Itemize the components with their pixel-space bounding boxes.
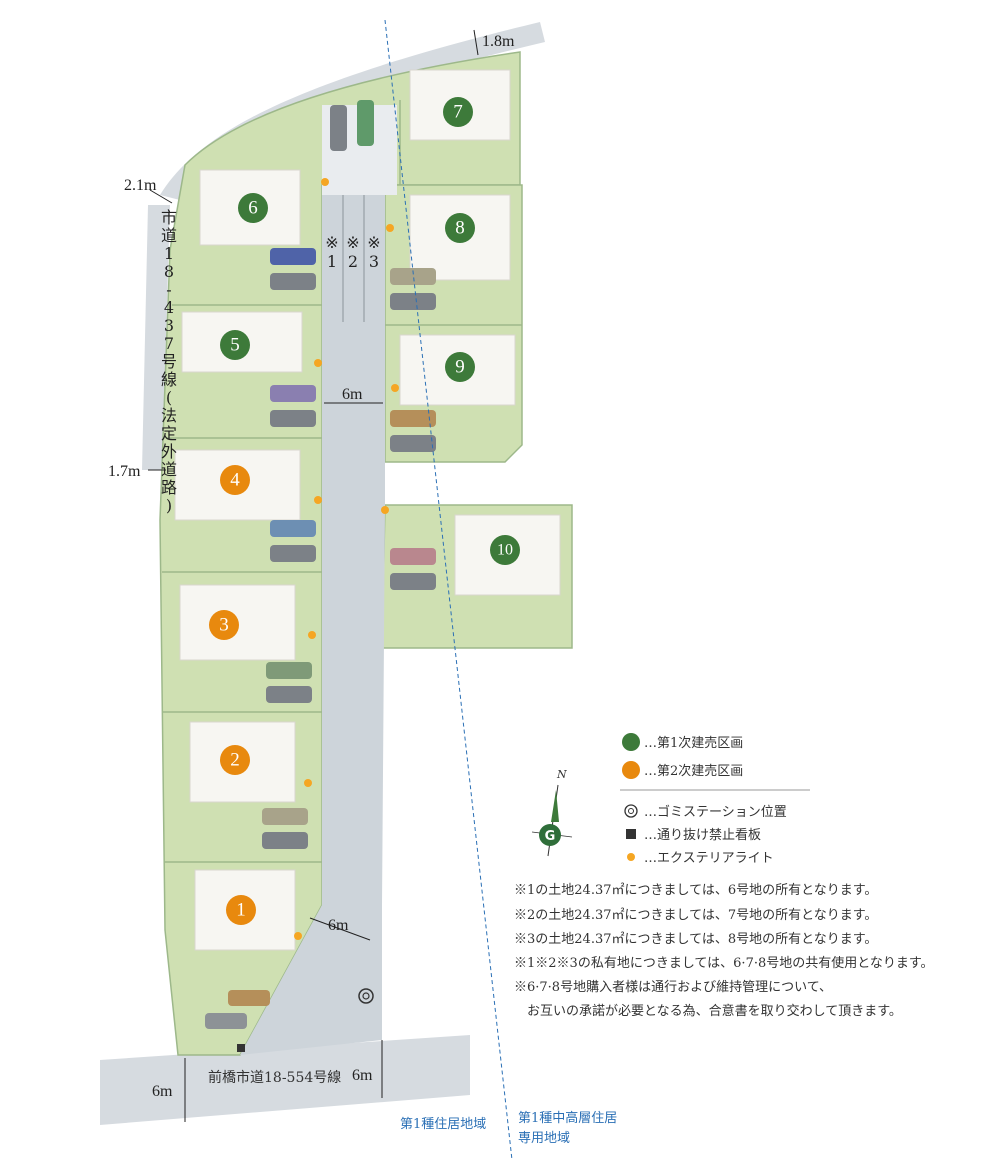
west-sidewalk bbox=[142, 205, 170, 470]
lot-number-1: 1 bbox=[236, 900, 246, 921]
legend: …第1次建売区画 …第2次建売区画 …ゴミステーション位置 …通り抜け禁止看板 … bbox=[620, 733, 810, 866]
west-road-char: 3 bbox=[164, 316, 174, 335]
garbage-station-icon bbox=[358, 988, 374, 1004]
legend-phase2-label: …第2次建売区画 bbox=[644, 763, 743, 779]
west-road-char: ) bbox=[166, 496, 172, 515]
note-5: ※6·7·8号地購入者様は通行および維持管理について、 bbox=[514, 980, 832, 995]
west-road-char: 路 bbox=[161, 478, 177, 497]
lot-marker-8 bbox=[445, 213, 475, 243]
top-sidewalk bbox=[160, 22, 545, 200]
note-2: ※2の土地24.37㎡につきましては、7号地の所有となります。 bbox=[514, 908, 877, 923]
lot-separators bbox=[162, 100, 522, 863]
west-road-char: 7 bbox=[164, 334, 174, 353]
private-plot-2-mark: ※ bbox=[346, 233, 359, 252]
dimension-lines bbox=[148, 29, 479, 1122]
legend-no-through-label: …通り抜け禁止看板 bbox=[644, 827, 761, 843]
compass: N G bbox=[531, 768, 573, 857]
lot-number-5: 5 bbox=[230, 335, 240, 356]
legend-phase2-icon bbox=[622, 761, 640, 779]
lot-number-2: 2 bbox=[230, 750, 240, 771]
compass-mark: G bbox=[545, 829, 556, 844]
main-road-name: 前橋市道18-554号線 bbox=[208, 1069, 341, 1086]
west-road-char: 法 bbox=[161, 406, 177, 425]
dim-main-road-right: 6m bbox=[352, 1067, 373, 1084]
west-road-char: 4 bbox=[164, 298, 174, 317]
lot-number-3: 3 bbox=[219, 615, 229, 636]
note-1: ※1の土地24.37㎡につきましては、6号地の所有となります。 bbox=[514, 883, 877, 898]
lot-number-7: 7 bbox=[453, 102, 463, 123]
legend-garbage-inner bbox=[628, 808, 634, 814]
compass-badge-icon bbox=[539, 824, 561, 846]
legend-no-through-icon bbox=[626, 829, 636, 839]
lot-marker-7 bbox=[443, 97, 473, 127]
lot-marker-6 bbox=[238, 193, 268, 223]
dim-west-upper: 2.1m bbox=[124, 177, 157, 194]
lot-marker-1 bbox=[226, 895, 256, 925]
west-road-char: 道 bbox=[161, 460, 177, 479]
west-road-char: 道 bbox=[161, 226, 177, 245]
main-road bbox=[100, 1035, 470, 1125]
lot-marker-10 bbox=[490, 535, 520, 565]
private-plot-1-num: 1 bbox=[327, 252, 337, 271]
lot-marker-5 bbox=[220, 330, 250, 360]
lot-marker-9 bbox=[445, 352, 475, 382]
legend-phase1-label: …第1次建売区画 bbox=[644, 735, 743, 751]
lot-marker-2 bbox=[220, 745, 250, 775]
zone-label-right-1: 第1種中高層住居 bbox=[518, 1110, 617, 1126]
dim-main-road-left: 6m bbox=[152, 1083, 173, 1100]
parked-cars bbox=[205, 100, 436, 1029]
lot-number-10: 10 bbox=[497, 542, 513, 559]
legend-light-icon bbox=[627, 853, 635, 861]
private-plot-labels: ※ 1 ※ 2 ※ 3 bbox=[325, 233, 380, 271]
private-plot-3-mark: ※ bbox=[367, 233, 380, 252]
west-road-char: 外 bbox=[161, 442, 177, 461]
zone-label-left: 第1種住居地域 bbox=[400, 1116, 486, 1132]
dim-west-lower: 1.7m bbox=[108, 463, 141, 480]
dim-top-sidewalk: 1.8m bbox=[482, 33, 515, 50]
notes: ※1の土地24.37㎡につきましては、6号地の所有となります。 ※2の土地24.… bbox=[514, 883, 934, 1019]
dim-lower-road: 6m bbox=[328, 917, 349, 934]
west-road-char: 市 bbox=[161, 208, 177, 227]
private-plot-3-num: 3 bbox=[369, 252, 379, 271]
compass-north-label: N bbox=[556, 768, 567, 781]
west-road-char: 8 bbox=[164, 262, 174, 281]
legend-light-label: …エクステリアライト bbox=[644, 851, 774, 866]
lot-marker-3 bbox=[209, 610, 239, 640]
note-6: お互いの承諾が必要となる為、合意書を取り交わして頂きます。 bbox=[527, 1003, 902, 1019]
note-3: ※3の土地24.37㎡につきましては、8号地の所有となります。 bbox=[514, 932, 877, 947]
west-road-char: 1 bbox=[164, 244, 174, 263]
private-plot-area bbox=[322, 195, 385, 322]
west-road-char: 定 bbox=[161, 424, 177, 443]
legend-garbage-icon bbox=[624, 804, 638, 818]
lot-number-4: 4 bbox=[230, 470, 240, 491]
zone-boundary-line bbox=[384, 19, 513, 1161]
dim-mid-road: 6m bbox=[342, 386, 363, 403]
compass-arrow-icon bbox=[551, 790, 559, 822]
west-road-char: - bbox=[166, 280, 171, 299]
west-road-char: 線 bbox=[161, 370, 177, 389]
private-plot-1-mark: ※ bbox=[325, 233, 338, 252]
note-4: ※1※2※3の私有地につきましては、6·7·8号地の共有使用となります。 bbox=[514, 955, 934, 971]
zone-label-right-2: 専用地域 bbox=[518, 1131, 570, 1146]
exterior-lights bbox=[294, 178, 399, 940]
lot-number-8: 8 bbox=[455, 218, 465, 239]
legend-phase1-icon bbox=[622, 733, 640, 751]
internal-road bbox=[240, 322, 385, 1055]
lot-marker-4 bbox=[220, 465, 250, 495]
no-through-sign-icon bbox=[237, 1044, 245, 1052]
lot-number-6: 6 bbox=[248, 198, 258, 219]
west-road-char: 号 bbox=[161, 352, 177, 371]
lot-number-markers: 1 2 3 4 5 6 7 8 9 10 bbox=[209, 97, 520, 925]
legend-garbage-label: …ゴミステーション位置 bbox=[644, 804, 787, 820]
west-road-char: ( bbox=[166, 388, 172, 407]
garbage-station-inner bbox=[362, 992, 370, 1000]
private-plot-2-num: 2 bbox=[348, 252, 358, 271]
lot-number-9: 9 bbox=[455, 357, 465, 378]
